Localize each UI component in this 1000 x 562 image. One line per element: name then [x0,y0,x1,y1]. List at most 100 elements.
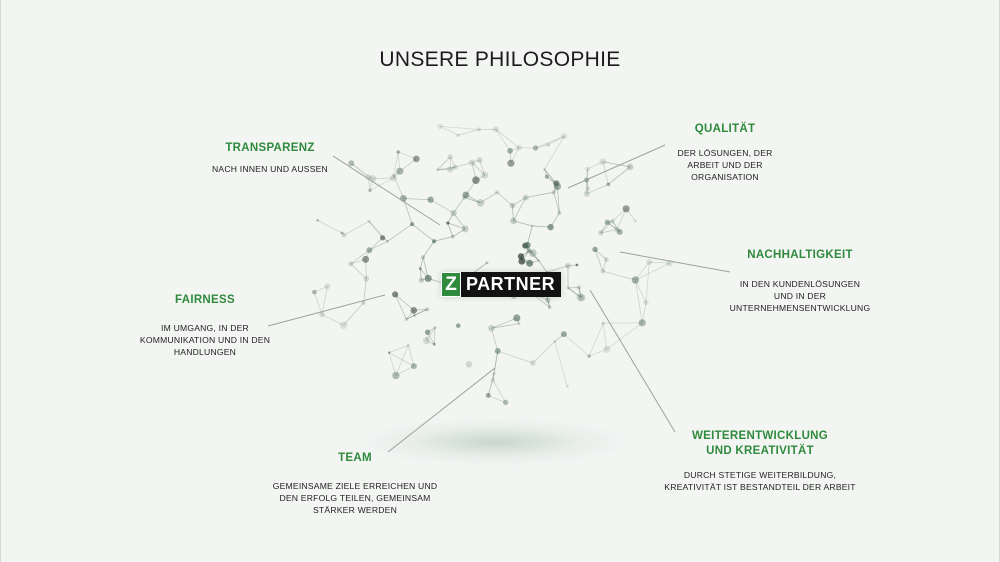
network-link [510,147,520,164]
network-link [447,212,454,224]
desc-line: UND IN DER [773,291,827,301]
network-node [421,255,426,260]
network-link [602,270,636,281]
desc-line: KOMMUNIKATION UND IN DEN [139,335,271,345]
network-link [608,166,631,185]
network-node [452,164,458,170]
network-link [367,176,373,180]
heading-line: WEITERENTWICKLUNG [691,430,829,442]
network-link [602,259,607,272]
network-link [513,220,533,227]
network-link [479,159,486,176]
network-link [634,279,647,303]
network-node [610,218,615,224]
desc-line: GEMEINSAME ZIELE ERREICHEN UND [272,481,438,491]
network-link [422,241,435,258]
network-link [317,220,343,234]
network-link [394,294,415,311]
network-link [602,161,631,167]
network-node [477,127,482,132]
network-node [494,348,501,355]
network-link [414,308,428,316]
network-node [557,210,562,216]
network-link [480,192,498,204]
network-link [586,188,589,194]
network-link [528,250,539,261]
network-link [351,162,369,178]
network-node [472,176,480,184]
network-node [537,259,540,262]
network-node [587,354,591,358]
leader-line-fairness [267,294,386,327]
network-node [406,343,410,347]
network-node [547,305,552,310]
network-node [522,194,529,201]
network-link [588,323,604,357]
network-node [348,160,355,167]
network-link [635,261,650,281]
network-link [369,177,394,191]
network-link [528,250,534,254]
network-link [368,221,383,239]
desc-line: ARBEIT UND DER [687,160,763,170]
network-link [532,252,540,261]
leader-line-team [387,367,496,453]
network-node [502,399,509,406]
network-node [523,241,531,249]
slide-border-left [0,0,1,562]
network-node [495,190,500,195]
network-link [447,222,454,237]
network-node [404,317,409,322]
network-node [450,209,457,217]
network-node [531,224,534,228]
network-node [643,300,649,306]
desc-line: DURCH STETIGE WEITERBILDUNG, [683,470,837,480]
network-node [606,182,611,187]
desc-line: KREATIVITÄT IST BESTANDTEIL DER ARBEIT [664,482,856,492]
network-node [436,168,440,172]
network-link [426,327,436,341]
network-node [462,191,470,199]
network-node [601,321,606,326]
network-node [424,274,432,282]
network-link [594,249,604,272]
network-link [403,198,431,201]
network-link [363,278,367,303]
network-node [513,314,521,322]
desc-line: STÄRKER WERDEN [313,505,397,515]
network-node [575,263,579,267]
heading-weiterentwicklung: WEITERENTWICKLUNG UND KREATIVITÄT [680,429,840,459]
network-node [565,262,571,269]
network-link [587,161,604,170]
network-link [567,264,578,267]
network-node [412,313,417,318]
network-node [518,257,526,265]
page-title: UNSERE PHILOSOPHIE [379,48,621,71]
network-link [487,380,494,396]
network-link [629,166,631,168]
network-link [393,170,401,179]
network-link [321,314,344,326]
network-link [439,126,459,136]
network-node [510,217,517,225]
network-link [450,166,456,170]
network-link [341,232,345,236]
desc-nachhaltigkeit: IN DEN KUNDENLÖSUNGEN UND IN DER UNTERNE… [720,278,880,314]
network-link [369,240,388,251]
network-link [554,341,568,387]
network-link [645,262,650,303]
network-link [563,333,590,357]
network-node [583,190,590,197]
network-link [600,220,613,234]
network-link [492,373,495,381]
network-node [396,167,404,175]
logo-text: PARTNER [466,274,556,294]
network-node [631,276,640,284]
network-link [525,191,554,198]
leader-line-transparenz [332,155,441,226]
heading-fairness: FAIRNESS [175,294,235,306]
network-node [422,337,431,345]
network-node [566,286,570,290]
network-node [532,145,539,151]
network-node [424,329,431,335]
